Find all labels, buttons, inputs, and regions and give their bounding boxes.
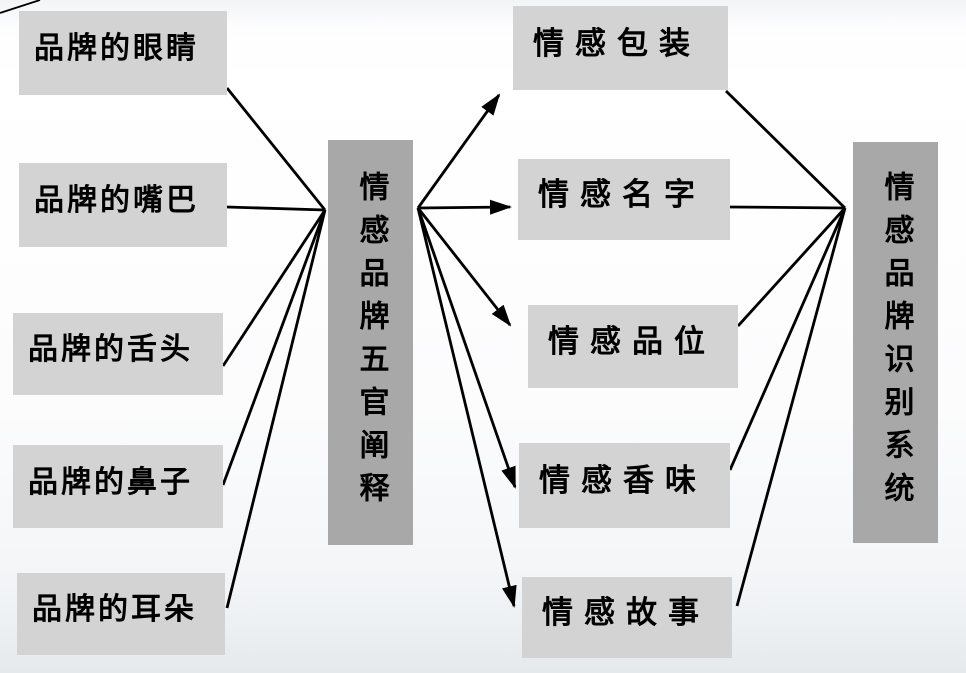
box-brand-eyes-label: 品牌的眼睛 [34,32,199,65]
box-emotion-name: 情感名字 [518,159,730,240]
box-brand-ears-label: 品牌的耳朵 [32,593,197,626]
box-emotion-taste-label: 情感品位 [548,324,716,359]
connector-story-to-result [735,207,847,607]
right-fan-lines [725,90,847,607]
box-emotion-packaging-label: 情感包装 [533,25,701,61]
left-fan-lines [221,87,327,609]
box-center-hub: 情感品牌五官阐释 [328,140,413,545]
arrow-hub-to-scent [416,207,517,489]
arrow-hub-to-story [416,207,517,608]
connector-ears-to-hub [225,209,327,609]
box-brand-tongue-label: 品牌的舌头 [28,333,193,366]
connector-packaging-to-result [725,90,846,209]
box-center-hub-label: 情感品牌五官阐释 [354,170,388,515]
box-brand-mouth: 品牌的嘴巴 [19,163,227,247]
arrow-hub-to-taste [416,207,512,327]
corner-artifact-line [0,0,41,14]
connector-eyes-to-hub [225,87,327,211]
box-brand-eyes: 品牌的眼睛 [19,11,227,95]
connector-scent-to-result [728,207,847,471]
box-brand-tongue: 品牌的舌头 [13,313,223,395]
connector-tongue-to-hub [221,209,327,367]
connector-nose-to-hub [221,209,327,486]
box-emotion-packaging: 情感包装 [513,6,728,90]
box-result-hub: 情感品牌识别系统 [853,142,938,543]
box-emotion-taste: 情感品位 [528,305,738,388]
connector-mouth-to-hub [226,205,326,212]
box-emotion-story: 情感故事 [522,577,732,658]
box-result-hub-label: 情感品牌识别系统 [879,170,913,515]
center-arrow-lines [416,93,517,608]
box-brand-nose: 品牌的鼻子 [13,445,223,528]
arrow-hub-to-packaging [416,93,501,209]
box-emotion-scent: 情感香味 [519,443,730,528]
connector-name-to-result [729,205,846,210]
box-brand-mouth-label: 品牌的嘴巴 [34,184,199,217]
box-brand-nose-label: 品牌的鼻子 [28,465,193,499]
connector-taste-to-result [736,207,847,327]
box-emotion-name-label: 情感名字 [538,177,706,212]
box-brand-ears: 品牌的耳朵 [17,573,225,655]
box-emotion-story-label: 情感故事 [542,595,710,630]
box-emotion-scent-label: 情感香味 [539,463,707,498]
arrow-hub-to-name [417,199,512,215]
